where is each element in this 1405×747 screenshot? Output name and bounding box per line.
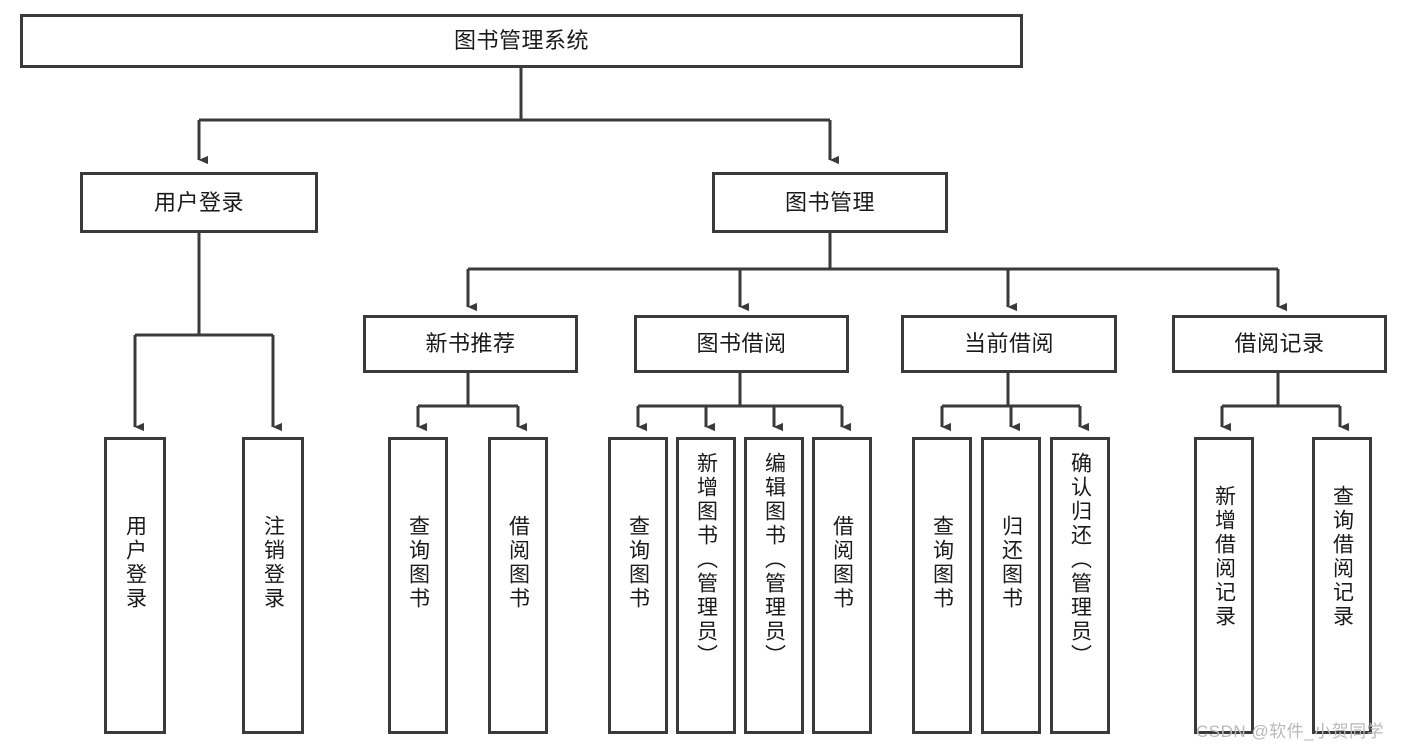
node-label: 注销登录 bbox=[261, 515, 285, 611]
node-root-book-management-system[interactable]: 图书管理系统 bbox=[20, 14, 1023, 68]
node-label: 查询图书 bbox=[930, 515, 954, 611]
node-label: 用户登录 bbox=[123, 515, 147, 611]
node-label: 查询图书 bbox=[406, 515, 430, 611]
leaf-user-logout[interactable]: 注销登录 bbox=[242, 437, 304, 734]
node-label: 查询借阅记录 bbox=[1330, 485, 1354, 629]
node-label: 用户登录 bbox=[153, 189, 244, 215]
node-label: 图书管理系统 bbox=[453, 28, 589, 54]
node-label: 确认归还（管理员） bbox=[1068, 452, 1092, 668]
leaf-query-book-borrow[interactable]: 查询图书 bbox=[608, 437, 668, 734]
node-user-login[interactable]: 用户登录 bbox=[80, 172, 318, 233]
node-new-book-recommend[interactable]: 新书推荐 bbox=[363, 315, 578, 373]
leaf-add-book-admin[interactable]: 新增图书（管理员） bbox=[676, 437, 736, 734]
leaf-query-book-current[interactable]: 查询图书 bbox=[912, 437, 972, 734]
leaf-add-borrow-record[interactable]: 新增借阅记录 bbox=[1194, 437, 1254, 734]
node-book-management[interactable]: 图书管理 bbox=[712, 172, 948, 233]
leaf-user-login[interactable]: 用户登录 bbox=[104, 437, 166, 734]
node-book-borrow[interactable]: 图书借阅 bbox=[634, 315, 849, 373]
leaf-confirm-return-admin[interactable]: 确认归还（管理员） bbox=[1050, 437, 1110, 734]
leaf-return-book[interactable]: 归还图书 bbox=[981, 437, 1041, 734]
node-label: 借阅图书 bbox=[830, 515, 854, 611]
node-borrow-record[interactable]: 借阅记录 bbox=[1172, 315, 1387, 373]
node-label: 当前借阅 bbox=[963, 331, 1054, 357]
node-current-borrow[interactable]: 当前借阅 bbox=[901, 315, 1117, 373]
leaf-query-book-recommend[interactable]: 查询图书 bbox=[388, 437, 448, 734]
node-label: 查询图书 bbox=[626, 515, 650, 611]
node-label: 新增借阅记录 bbox=[1212, 485, 1236, 629]
node-label: 归还图书 bbox=[999, 515, 1023, 611]
node-label: 图书管理 bbox=[784, 189, 875, 215]
node-label: 借阅图书 bbox=[506, 515, 530, 611]
leaf-edit-book-admin[interactable]: 编辑图书（管理员） bbox=[744, 437, 804, 734]
csdn-watermark: CSDN @软件_小贺同学 bbox=[1196, 722, 1385, 741]
leaf-query-borrow-record[interactable]: 查询借阅记录 bbox=[1312, 437, 1372, 734]
leaf-borrow-book-borrow[interactable]: 借阅图书 bbox=[812, 437, 872, 734]
node-label: 图书借阅 bbox=[696, 331, 787, 357]
node-label: 新书推荐 bbox=[425, 331, 516, 357]
leaf-borrow-book-recommend[interactable]: 借阅图书 bbox=[488, 437, 548, 734]
node-label: 新增图书（管理员） bbox=[694, 452, 718, 668]
node-label: 编辑图书（管理员） bbox=[762, 452, 786, 668]
node-label: 借阅记录 bbox=[1234, 331, 1325, 357]
